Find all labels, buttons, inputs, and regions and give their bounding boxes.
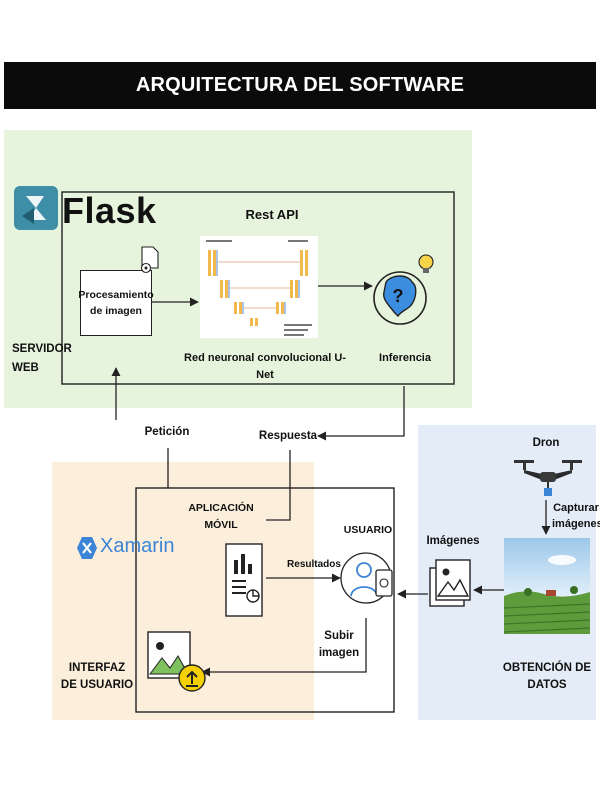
xamarin-logo-icon: [76, 536, 98, 560]
arrow-response: [317, 386, 405, 441]
field-image: [503, 538, 591, 634]
smartphone-icon: [375, 569, 393, 597]
drone-label: Dron: [532, 437, 560, 449]
inference-label: Inferencia: [379, 352, 431, 364]
line-response-to-app: [266, 450, 291, 521]
request-label: Petición: [144, 426, 190, 438]
image-upload-icon: [146, 630, 208, 692]
mobile-app-label: APLICACIÓN MÓVIL: [188, 502, 254, 531]
network-label: Red neuronal convolucional U-Net: [184, 352, 346, 381]
document-gear-icon: [140, 246, 160, 274]
report-icon: [222, 538, 266, 618]
flask-logo-text: Flask: [62, 190, 157, 231]
rest-api-label: Rest API: [245, 207, 299, 222]
inference-icon: ?: [368, 252, 434, 334]
flask-logo-icon: [14, 186, 58, 230]
data-region-label: OBTENCIÓN DE DATOS: [502, 662, 592, 691]
mobile-app-frame: [135, 487, 395, 713]
results-label: Resultados: [287, 559, 341, 570]
capture-label: Capturar imágenes: [552, 502, 600, 530]
lightbulb-icon: [418, 254, 434, 273]
rest-api-frame: [61, 191, 455, 385]
response-label: Respuesta: [258, 430, 318, 442]
xamarin-logo-text: Xamarin: [100, 535, 175, 557]
processing-box: Procesamiento de imagen: [78, 270, 154, 336]
title-bar: ARQUITECTURA DEL SOFTWARE: [4, 62, 596, 109]
unet-diagram-icon: [200, 236, 318, 338]
server-region-label: SERVIDOR WEB: [12, 343, 72, 374]
user-icon: [340, 540, 398, 610]
arrow-upload: [201, 618, 367, 677]
client-region-label: INTERFAZ DE USUARIO: [60, 662, 134, 691]
drone-icon: [512, 456, 584, 500]
diagram-title: ARQUITECTURA DEL SOFTWARE: [135, 74, 465, 96]
upload-label: Subir imagen: [318, 630, 360, 659]
images-label: Imágenes: [426, 535, 480, 547]
images-icon: [428, 558, 474, 616]
user-label: USUARIO: [343, 524, 393, 536]
processing-label: Procesamiento de imagen: [78, 289, 154, 317]
svg-text:?: ?: [393, 286, 404, 306]
